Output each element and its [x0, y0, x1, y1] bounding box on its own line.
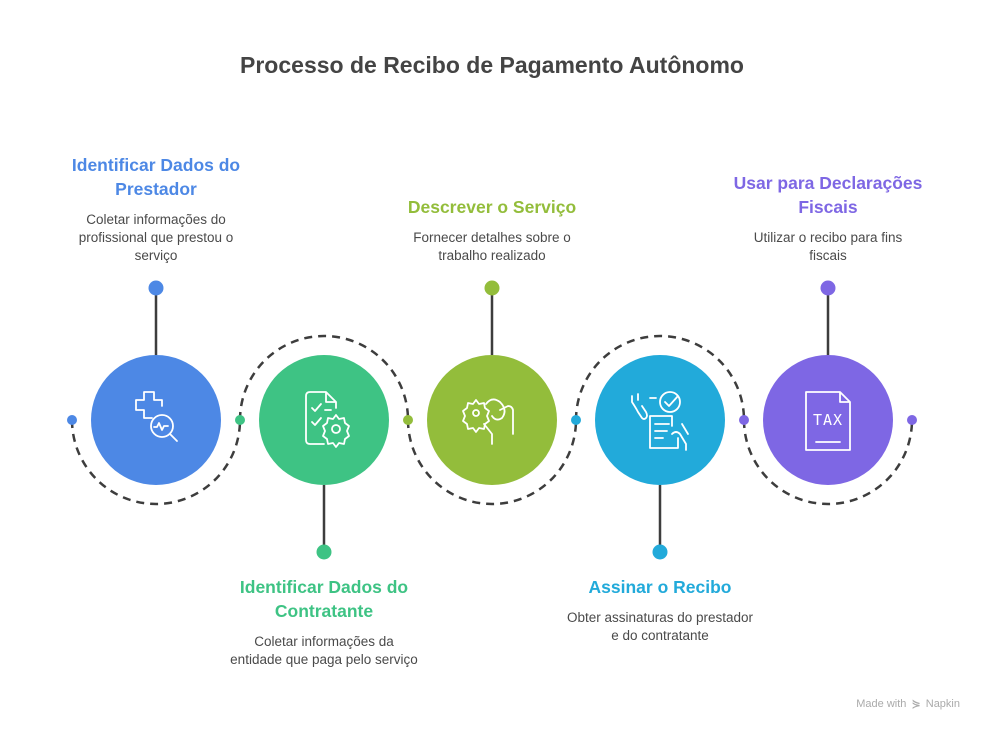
footer-attribution: Made with ⋟ Napkin — [856, 697, 960, 710]
icon-text: TAX — [813, 411, 843, 429]
step-description-line: serviço — [134, 248, 178, 263]
checklist-gear-icon — [305, 391, 350, 448]
step-circle — [91, 355, 221, 485]
step-circle — [259, 355, 389, 485]
dashed-connector-arc — [70, 419, 242, 506]
step-title-line: Fiscais — [798, 197, 858, 217]
step-title-line: Contratante — [274, 601, 374, 621]
connector-dot — [907, 415, 917, 425]
step-title-line: Usar para Declarações — [733, 173, 923, 193]
step-description: Obter assinaturas do prestador e do contr… — [540, 609, 780, 645]
connector-dot — [235, 415, 245, 425]
step-description-line: fiscais — [809, 248, 847, 263]
connector-dot — [571, 415, 581, 425]
step-description-line: Coletar informações do — [86, 212, 226, 227]
dashed-connector-arc — [238, 334, 410, 421]
made-with-text: Made with — [856, 698, 907, 710]
step-pin-dot — [820, 280, 836, 296]
step-description: Coletar informações do profissional que p… — [36, 211, 276, 265]
step-description-line: Fornecer detalhes sobre o — [413, 230, 571, 245]
dashed-connector-arc — [574, 334, 746, 421]
step-description-line: trabalho realizado — [438, 248, 546, 263]
step-pin-dot — [652, 544, 668, 560]
step-circle — [427, 355, 557, 485]
step-title: Identificar Dados do Contratante — [204, 575, 444, 623]
tax-document-icon: TAX — [805, 391, 851, 451]
step-description: Utilizar o recibo para fins fiscais — [708, 229, 948, 265]
step-pin-dot — [316, 544, 332, 560]
health-search-icon — [135, 391, 178, 442]
hand-gear-icon — [462, 398, 514, 445]
step-title: Identificar Dados do Prestador — [36, 153, 276, 201]
connector-dot — [67, 415, 77, 425]
step-description-line: entidade que paga pelo serviço — [230, 652, 418, 667]
step-description-line: profissional que prestou o — [78, 230, 234, 245]
step-description: Coletar informações da entidade que paga … — [204, 633, 444, 669]
step-title-line: Assinar o Recibo — [588, 577, 732, 597]
signed-document-icon — [631, 391, 689, 451]
step-title-line: Identificar Dados do — [239, 577, 409, 597]
step-title: Assinar o Recibo — [540, 575, 780, 599]
step-description-line: Utilizar o recibo para fins — [753, 230, 903, 245]
step-pin-dot — [148, 280, 164, 296]
step-circle — [763, 355, 893, 485]
step-title: Descrever o Serviço — [372, 195, 612, 219]
step-circle — [595, 355, 725, 485]
step-title-line: Prestador — [115, 179, 197, 199]
step-title-line: Identificar Dados do — [71, 155, 241, 175]
brand-text: Napkin — [925, 698, 960, 710]
step-description-line: e do contratante — [611, 628, 709, 643]
step-description: Fornecer detalhes sobre o trabalho realiz… — [372, 229, 612, 265]
napkin-logo-icon: ⋟ — [911, 698, 921, 710]
dashed-connector-arc — [742, 419, 914, 506]
step-pin-dot — [484, 280, 500, 296]
step-description-line: Obter assinaturas do prestador — [566, 610, 754, 625]
page-title: Processo de Recibo de Pagamento Autônomo — [240, 52, 744, 78]
step-description-line: Coletar informações da — [254, 634, 394, 649]
connector-dot — [739, 415, 749, 425]
step-title-line: Descrever o Serviço — [407, 197, 577, 217]
dashed-connector-arc — [406, 419, 578, 506]
connector-dot — [403, 415, 413, 425]
